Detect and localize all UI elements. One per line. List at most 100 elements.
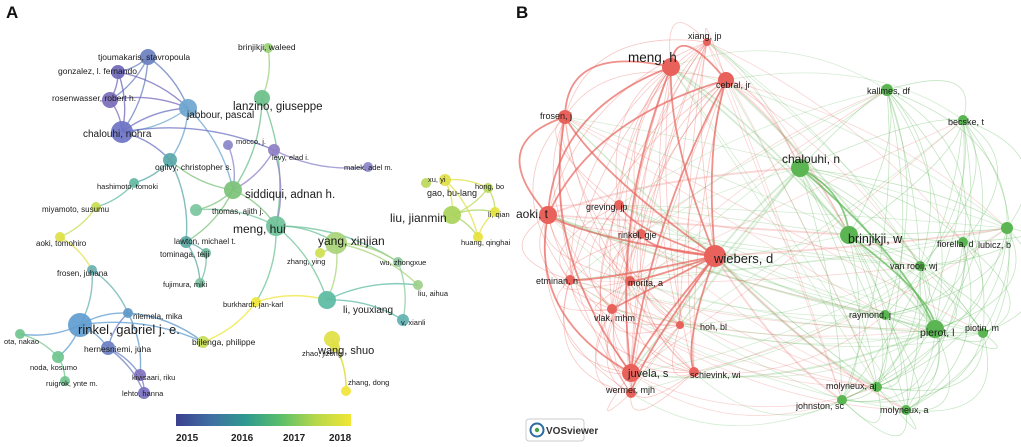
network-b-node-lubicz [1001, 222, 1013, 234]
network-b-link [876, 227, 1008, 388]
network-b-link [569, 255, 716, 281]
network-b-node-juvela [622, 364, 640, 382]
network-b-link [618, 204, 850, 236]
network-a-node-levy [268, 144, 280, 156]
network-b-link [919, 241, 977, 267]
network-b-link [606, 280, 632, 374]
network-b-link [934, 241, 984, 330]
network-a-node-tjoumakaris [140, 49, 156, 65]
network-a-link [79, 321, 204, 343]
network-b-link [690, 255, 716, 373]
network-b-node-meng [662, 58, 680, 76]
network-b-link [547, 214, 681, 326]
network-b-link [919, 265, 957, 330]
network-a-label-thomas: thomas, ajith j. [212, 207, 264, 216]
network-b-link [919, 119, 977, 267]
network-b-label-morita: morita, a [628, 278, 663, 288]
network-a-label-mocco: mocco, j. [236, 137, 266, 146]
network-b-link [841, 265, 921, 401]
network-b-link [630, 119, 964, 374]
network-a-link [326, 282, 419, 301]
network-b-link [629, 280, 886, 317]
network-b-link [886, 89, 921, 411]
network-b-link [629, 227, 1008, 282]
network-b-link [618, 204, 695, 373]
panel-b-label: B [516, 3, 528, 22]
network-b-link [687, 41, 708, 373]
network-b-link [876, 265, 928, 388]
network-a-label-gao: gao, bu-lang [427, 188, 477, 198]
network-b-link [630, 372, 843, 416]
network-b-label-molyneuxaj: molyneux, aj [826, 381, 877, 391]
vosviewer-logo-text: VOSviewer [546, 426, 598, 437]
network-b-label-meng: meng, h [628, 50, 677, 65]
network-b-link [627, 280, 681, 326]
network-a-node-meng [266, 216, 286, 236]
network-b-link [725, 79, 1008, 229]
network-b-node-fiorella [958, 237, 968, 247]
network-b-link [934, 328, 998, 350]
network-b-label-rinkel: rinkel, gje [618, 230, 657, 240]
network-b-node-wiebers [704, 245, 726, 267]
network-b-link [665, 66, 695, 373]
network-b-link [617, 204, 681, 326]
network-a-label-ota: ota, nakao [4, 337, 39, 346]
network-a-node-liqiang [490, 207, 500, 217]
network-b-link [547, 214, 878, 388]
network-b-link [884, 314, 920, 411]
network-b-link [564, 116, 886, 316]
network-b-node-greving [614, 200, 624, 210]
network-b-link [629, 89, 888, 282]
network-a-node-malek [363, 162, 373, 172]
network-b-link [725, 79, 801, 169]
network-b-link [618, 204, 936, 330]
colorbar-tick-2017: 2017 [283, 433, 306, 444]
network-b-link [905, 227, 1010, 411]
network-b-link [588, 204, 620, 310]
network-b-link [876, 386, 917, 430]
network-b-link [669, 22, 708, 68]
network-b-label-vanrooij: van rooij, wj [890, 261, 938, 271]
network-a-node-hernesniemi [101, 341, 115, 355]
network-b-link [725, 79, 936, 330]
network-a-node-hong [483, 183, 493, 193]
network-a-node-jabbour [179, 99, 197, 117]
network-b-link [706, 41, 984, 334]
network-b-link [848, 234, 884, 388]
network-b-link [629, 79, 727, 282]
network-b-link [884, 119, 966, 316]
network-b-link [563, 279, 632, 394]
network-b-link [962, 241, 1011, 334]
network-b-link [706, 41, 878, 388]
network-b-nodes [539, 38, 1013, 415]
network-b-link [569, 241, 964, 281]
network-b-link [611, 308, 695, 374]
network-b-link [725, 72, 964, 121]
network-b-link [630, 41, 708, 374]
network-a-node-lehto [138, 387, 150, 399]
network-a-label-gonzalez: gonzalez, l. fernando [58, 66, 137, 76]
network-a-link [273, 149, 369, 169]
network-a-label-rinkel: rinkel, gabriel j. e. [78, 322, 180, 337]
network-b-link [564, 116, 716, 257]
network-b-link [564, 116, 984, 334]
colorbar-tick-2015: 2015 [176, 433, 199, 444]
network-b-link [547, 66, 672, 216]
network-b-link [679, 167, 801, 326]
network-a-label-hashimoto: hashimoto, tomoki [97, 182, 158, 191]
network-a-label-ruigrok: ruigrok, ynte m. [46, 379, 98, 388]
network-a-label-liyx: li, youxiang [343, 305, 393, 316]
network-b-link [564, 71, 727, 118]
network-a-node-huang [473, 232, 483, 242]
network-a-link [232, 97, 263, 191]
network-b-link [547, 214, 843, 401]
network-b-link [848, 227, 1008, 236]
network-b-label-brinjikji: brinjikji, w [848, 232, 903, 246]
network-b-link [547, 167, 801, 216]
network-b-link [670, 50, 888, 91]
network-b-link [905, 328, 950, 412]
network-b-link [725, 79, 921, 267]
network-b-link [693, 265, 921, 373]
network-b-link [841, 314, 888, 401]
network-b-node-becske [958, 115, 968, 125]
